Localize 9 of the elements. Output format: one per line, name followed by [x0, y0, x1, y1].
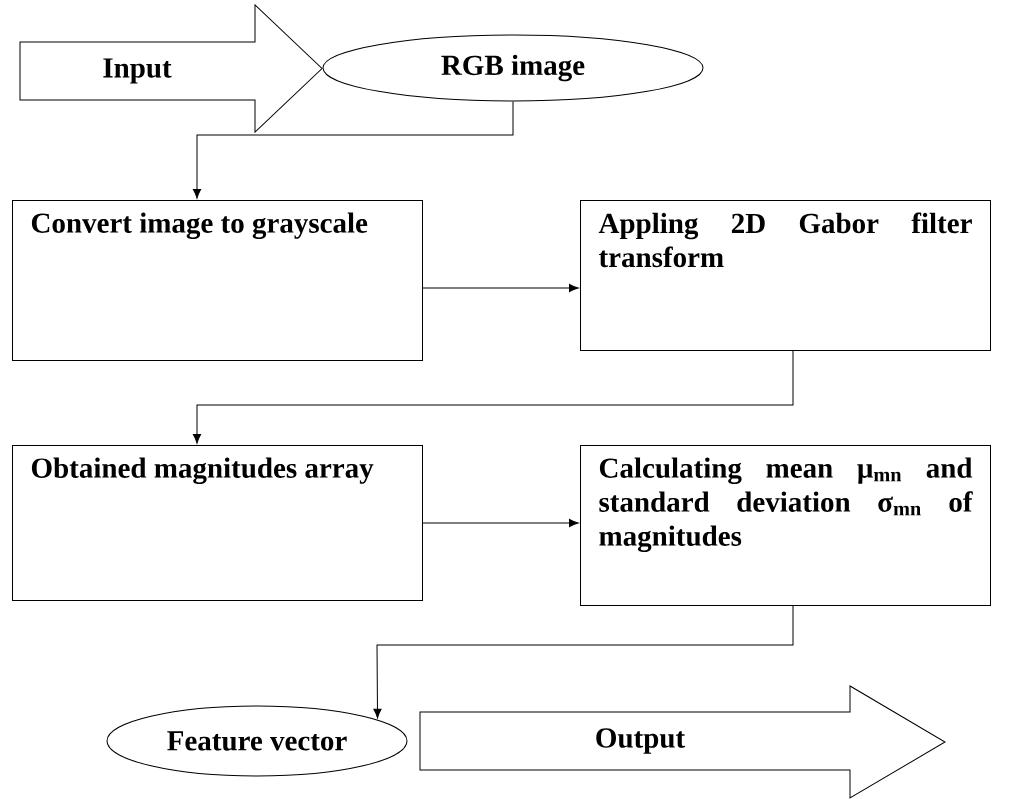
arrow	[192, 350, 794, 444]
arrow	[422, 518, 579, 528]
process-box: Appling 2D Gabor filter transform	[580, 200, 991, 351]
arrow	[422, 283, 579, 293]
process-box: Obtained magnitudes array	[12, 445, 423, 601]
process-box: Calculating mean μ$_{mn}$ and standard deviation σ$_{mn}$ of magnitudes	[580, 445, 991, 606]
arrow	[373, 605, 794, 719]
process-box: Convert image to grayscale	[12, 200, 423, 361]
arrow	[192, 101, 514, 199]
